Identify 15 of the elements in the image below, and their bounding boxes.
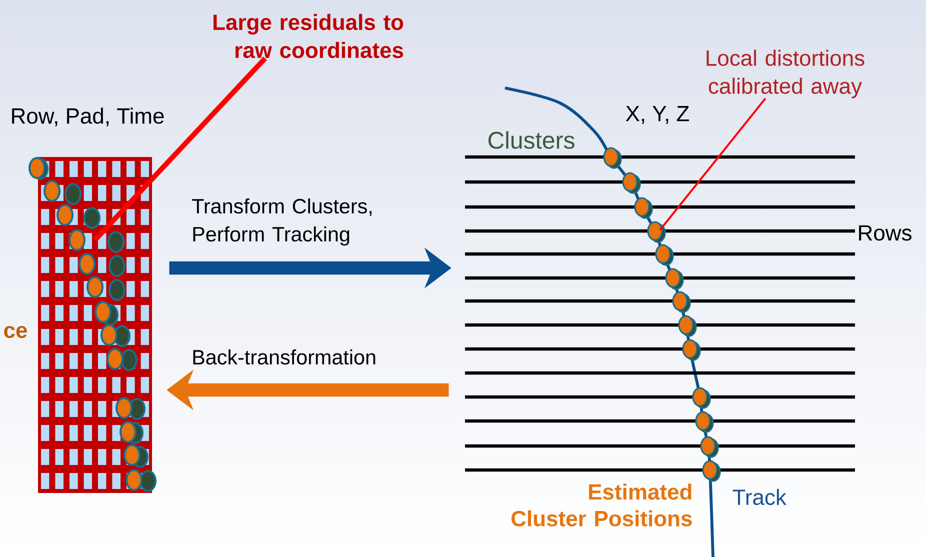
rows-label: Rows	[859, 225, 912, 241]
annotation-text: Large residuals to raw coordinates	[214, 14, 404, 58]
leader-line	[93, 56, 267, 242]
cut-off-label: ce	[4, 326, 27, 338]
edge-label: Transform Clusters, Perform Tracking	[192, 198, 372, 246]
pad-grid-drawing	[28, 157, 156, 493]
coordinate-label: Row, Pad, Time	[12, 108, 164, 126]
coordinate-label: X, Y, Z	[626, 106, 689, 124]
pad-rows-drawing	[465, 147, 855, 482]
edge-label: Back-transformation	[193, 349, 376, 365]
annotation-text: Local distortions calibrated away	[706, 50, 864, 98]
leader-line	[659, 98, 766, 231]
positions-label: Estimated Cluster Positions	[512, 484, 692, 526]
cluster-label: Clusters	[488, 131, 574, 149]
track-label: Track	[732, 488, 786, 506]
